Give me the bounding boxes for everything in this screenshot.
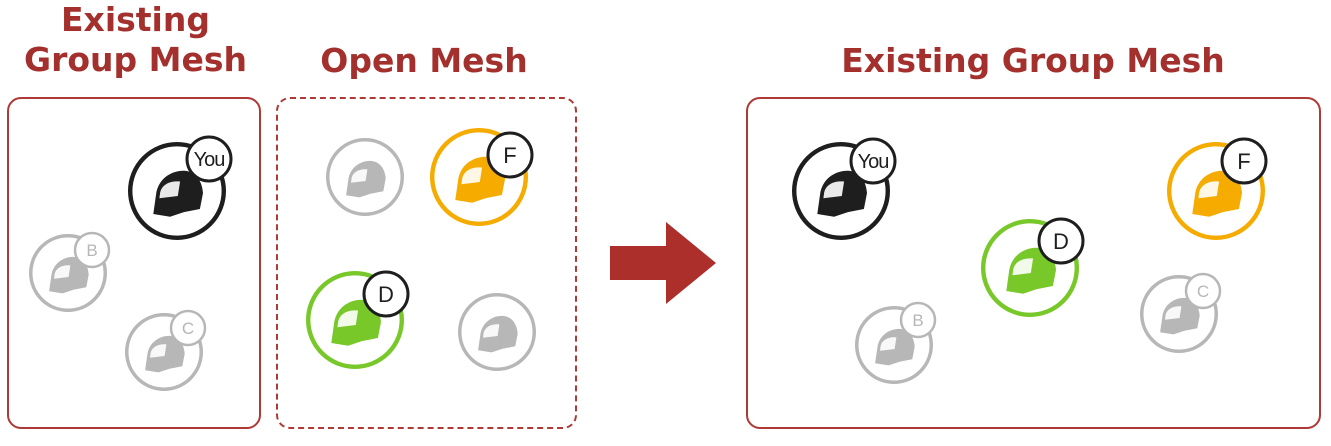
node-f-right: F: [1166, 137, 1268, 240]
badge-circle: [169, 309, 207, 347]
badge-d: D: [362, 270, 410, 318]
badge-f: F: [486, 131, 534, 179]
left-panel-title: Existing Group Mesh: [8, 0, 263, 80]
open-mesh-panel: [276, 97, 577, 429]
node-open-2: [458, 293, 537, 372]
helmet-visor: [159, 181, 181, 199]
badge-f: F: [1220, 137, 1268, 185]
badge-circle: [1184, 272, 1222, 310]
node-b-right: B: [855, 301, 937, 385]
helmet-visor: [461, 167, 483, 185]
helmet-icon: [478, 315, 518, 353]
badge-b: B: [73, 231, 111, 269]
helmet-visor: [1165, 306, 1182, 320]
helmet-visor: [150, 344, 167, 358]
badge-label: You: [194, 149, 225, 171]
badge-circle: [73, 231, 111, 269]
helmet-visor: [1012, 258, 1034, 276]
badge-label: B: [912, 311, 923, 330]
node-f-middle: F: [430, 128, 534, 226]
node-c-left: C: [125, 309, 207, 392]
helmet-visor: [54, 265, 71, 279]
helmet-icon: [145, 335, 185, 373]
helmet-visor: [483, 324, 500, 338]
middle-panel-title: Open Mesh: [320, 41, 528, 80]
helmet-visor: [337, 310, 359, 328]
right-panel-title: Existing Group Mesh: [841, 41, 1225, 80]
node-open-1: [326, 138, 405, 217]
helmet-icon: [346, 160, 386, 198]
node-d-right: D: [981, 217, 1085, 317]
helmet-icon: [1160, 297, 1200, 335]
badge-c: C: [169, 309, 207, 347]
right-arrow-icon: [610, 222, 716, 304]
helmet-visor: [880, 337, 897, 351]
helmet-visor: [823, 181, 845, 199]
left-panel-title-line1: Existing: [61, 0, 210, 39]
right-group-mesh-panel: [746, 97, 1321, 429]
badge-c: C: [1184, 272, 1222, 310]
left-group-mesh-panel: [7, 97, 261, 429]
node-d-middle: D: [306, 270, 410, 370]
helmet-visor: [351, 169, 368, 183]
badge-you: You: [185, 135, 233, 183]
badge-circle: [1220, 137, 1268, 185]
node-b-left: B: [29, 231, 111, 313]
badge-circle: [185, 135, 233, 183]
helmet-icon: [875, 328, 915, 366]
badge-label: C: [182, 319, 194, 338]
badge-label: B: [86, 241, 97, 260]
badge-circle: [486, 131, 534, 179]
helmet-visor: [1198, 181, 1220, 199]
node-you-right: You: [792, 137, 897, 240]
badge-d: D: [1037, 217, 1085, 265]
badge-label: F: [503, 143, 516, 168]
badge-circle: [899, 301, 937, 339]
badge-circle: [849, 137, 897, 185]
badge-circle: [362, 270, 410, 318]
badge-label: F: [1237, 149, 1250, 174]
badge-circle: [1037, 217, 1085, 265]
helmet-icon: [49, 256, 89, 294]
badge-label: You: [858, 151, 889, 173]
badge-b: B: [899, 301, 937, 339]
badge-you: You: [849, 137, 897, 185]
badge-label: C: [1197, 282, 1209, 301]
node-you-left: You: [128, 135, 233, 240]
left-panel-title-line2: Group Mesh: [24, 40, 247, 79]
node-c-right: C: [1140, 272, 1222, 354]
badge-label: D: [1053, 229, 1069, 254]
badge-label: D: [378, 282, 394, 307]
